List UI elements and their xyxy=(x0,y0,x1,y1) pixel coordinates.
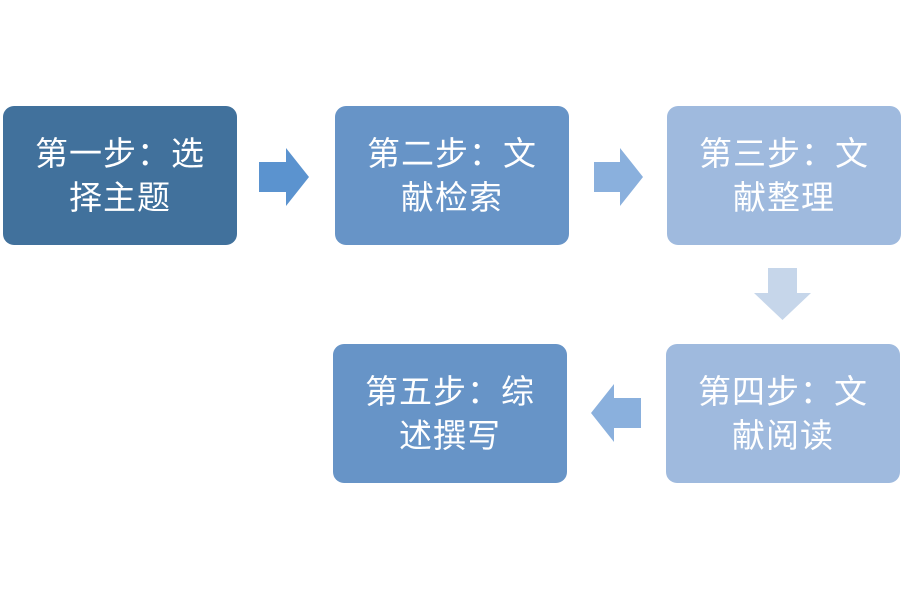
step-5-label: 第五步：综述撰写 xyxy=(365,371,535,455)
arrow-2-right xyxy=(594,148,643,206)
step-1-label: 第一步：选择主题 xyxy=(35,133,205,217)
step-3-box: 第三步：文献整理 xyxy=(667,106,901,245)
arrow-3-shape xyxy=(754,268,811,320)
step-2-label: 第二步：文献检索 xyxy=(367,133,537,217)
step-3-label: 第三步：文献整理 xyxy=(699,133,869,217)
arrow-4-shape xyxy=(591,384,641,442)
step-5-box: 第五步：综述撰写 xyxy=(333,344,567,483)
arrow-2-shape xyxy=(594,148,643,206)
arrow-1-shape xyxy=(259,148,309,206)
step-4-box: 第四步：文献阅读 xyxy=(666,344,900,483)
arrow-3-down xyxy=(754,268,811,320)
arrow-4-left xyxy=(591,384,641,442)
step-4-label: 第四步：文献阅读 xyxy=(698,371,868,455)
step-1-box: 第一步：选择主题 xyxy=(3,106,237,245)
step-2-box: 第二步：文献检索 xyxy=(335,106,569,245)
arrow-1-right xyxy=(259,148,309,206)
